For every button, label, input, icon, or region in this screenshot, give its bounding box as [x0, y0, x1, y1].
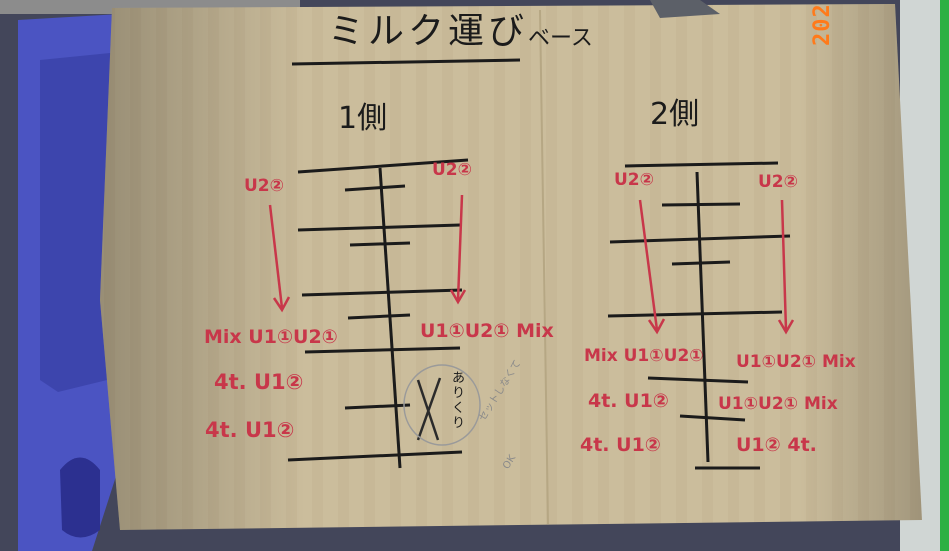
side1-arrows	[268, 194, 467, 313]
pen-tip	[650, 0, 720, 18]
photo-date-stamp: 202	[810, 3, 835, 46]
side1-top-right-label: U2②	[432, 160, 473, 180]
side1-row1-right-label: U1①U2① Mix	[420, 320, 554, 342]
title-underline	[291, 58, 521, 66]
side1-rack-diagram	[287, 158, 469, 469]
page-subtitle: ベース	[528, 26, 593, 51]
tray-handle-hole	[60, 457, 100, 538]
cardboard-shading	[100, 4, 922, 530]
side2-top-right-label: U2②	[758, 172, 799, 192]
side1-heading: 1側	[338, 101, 388, 136]
side2-rack-diagram	[607, 161, 791, 470]
cardboard-fold	[539, 9, 549, 525]
side1-vertical-note: ありくり	[452, 371, 466, 431]
side2-row1-left-label: Mix U1①U2①	[584, 346, 704, 366]
side2-row2-left-label: 4t. U1②	[588, 390, 669, 412]
side1-top-left-label: U2②	[244, 176, 285, 196]
side2-row1-right-label: U1①U2① Mix	[736, 352, 856, 372]
side2-top-left-label: U2②	[614, 170, 655, 190]
side2-row3-left-label: 4t. U1②	[580, 434, 661, 456]
side2-row3-right-label: U1② 4t.	[736, 434, 817, 456]
page-title: ミルク運び	[328, 11, 529, 52]
side1-x-mark	[403, 364, 481, 446]
side2-row2-right-label: U1①U2① Mix	[718, 394, 838, 414]
side1-row1-left-label: Mix U1①U2①	[204, 326, 338, 348]
side1-row3-left-label: 4t. U1②	[205, 418, 295, 442]
side2-heading: 2側	[650, 97, 700, 132]
side1-row2-left-label: 4t. U1②	[214, 370, 304, 394]
side2-arrows	[638, 199, 795, 335]
